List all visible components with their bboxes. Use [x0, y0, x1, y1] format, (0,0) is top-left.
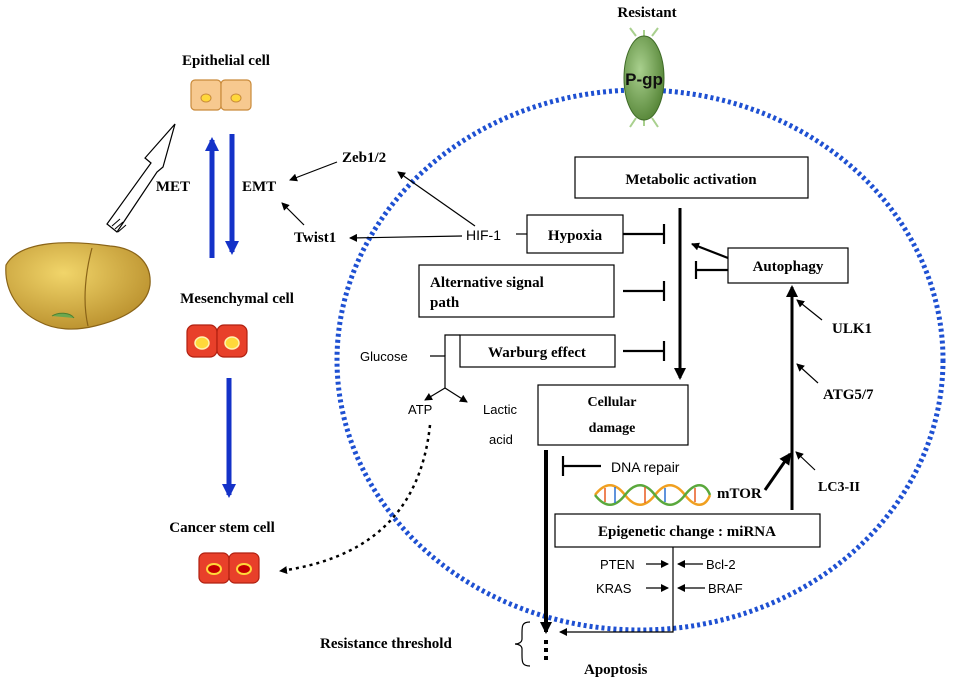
autophagy-box	[727, 247, 849, 284]
autophagy-label: Autophagy	[753, 259, 824, 275]
cancer-stem-cell-icon	[198, 552, 260, 584]
ulk-label: ULK1	[832, 321, 872, 337]
dna-repair-inhibition	[561, 456, 601, 476]
warburg-inhibition	[623, 341, 666, 361]
cellular-damage-box	[537, 384, 689, 446]
epithelial-cell-label: Epithelial cell	[182, 53, 270, 69]
twist-to-emt-arrow	[281, 202, 305, 226]
atp-label: ATP	[408, 402, 432, 417]
lc3-label: LC3-II	[818, 480, 860, 495]
dna-repair-label: DNA repair	[611, 459, 680, 475]
alternative-signal-label-2: path	[430, 295, 460, 311]
atg-arrow	[796, 363, 819, 384]
liver-origin-arrow	[106, 123, 176, 233]
alternative-signal-label-1: Alternative signal	[430, 275, 544, 291]
met-label: MET	[156, 179, 190, 195]
cellular-damage-label-1: Cellular	[588, 395, 637, 410]
alternative-signal-box	[418, 264, 615, 318]
pgp-transporter-icon	[623, 27, 665, 128]
pten-label: PTEN	[600, 557, 635, 572]
kras-label: KRAS	[596, 581, 632, 596]
warburg-bracket	[444, 334, 460, 356]
hif-label: HIF-1	[466, 227, 501, 243]
dna-helix-icon	[594, 484, 712, 506]
hypoxia-box	[526, 214, 624, 254]
apoptosis-label: Apoptosis	[584, 662, 648, 678]
mesenchymal-cell-label: Mesenchymal cell	[180, 291, 294, 307]
atg-label: ATG5/7	[823, 387, 874, 403]
zeb-label: Zeb1/2	[342, 150, 386, 166]
emt-label: EMT	[242, 179, 276, 195]
epithelial-cell-icon	[190, 79, 252, 111]
glucose-branch	[430, 355, 446, 388]
to-atp-arrow	[424, 387, 446, 401]
pgp-label: P-gp	[625, 70, 663, 89]
glucose-label: Glucose	[360, 349, 408, 364]
lactic-label-2: acid	[489, 432, 513, 447]
to-lactic-arrow	[444, 387, 468, 403]
lactic-label-1: Lactic	[483, 402, 517, 417]
hypoxia-label: Hypoxia	[548, 228, 603, 244]
ulk-arrow	[796, 299, 823, 321]
autophagy-inhibition	[694, 261, 728, 279]
epigenetic-to-threshold-arrow	[559, 547, 674, 636]
mesenchymal-cell-icon	[186, 324, 248, 358]
cancer-stem-cell-label: Cancer stem cell	[169, 520, 275, 536]
epigenetic-label: Epigenetic change : miRNA	[598, 524, 776, 540]
hif-to-twist-arrow	[349, 233, 463, 242]
bcl2-label: Bcl-2	[706, 557, 736, 572]
autophagy-to-flow-arrow	[691, 242, 729, 260]
threshold-brace	[514, 621, 531, 667]
mtor-arrow	[763, 452, 792, 491]
alternative-signal-inhibition	[623, 281, 666, 301]
epigenetic-box	[554, 513, 821, 548]
metabolic-activation-label: Metabolic activation	[625, 172, 757, 188]
warburg-box	[459, 334, 616, 368]
liver-icon	[5, 242, 151, 330]
resistance-threshold-label: Resistance threshold	[320, 636, 452, 652]
resistant-label: Resistant	[617, 5, 676, 21]
metabolic-activation-box	[574, 156, 809, 199]
twist-label: Twist1	[294, 230, 336, 246]
lc3-arrow	[795, 451, 816, 471]
braf-label: BRAF	[708, 581, 743, 596]
warburg-label: Warburg effect	[488, 345, 586, 361]
zeb-to-emt-arrow	[289, 161, 338, 182]
hypoxia-inhibition	[623, 224, 666, 244]
mtor-label: mTOR	[717, 486, 762, 502]
cellular-damage-label-2: damage	[589, 421, 636, 436]
hif-to-zeb-arrow	[397, 171, 476, 227]
